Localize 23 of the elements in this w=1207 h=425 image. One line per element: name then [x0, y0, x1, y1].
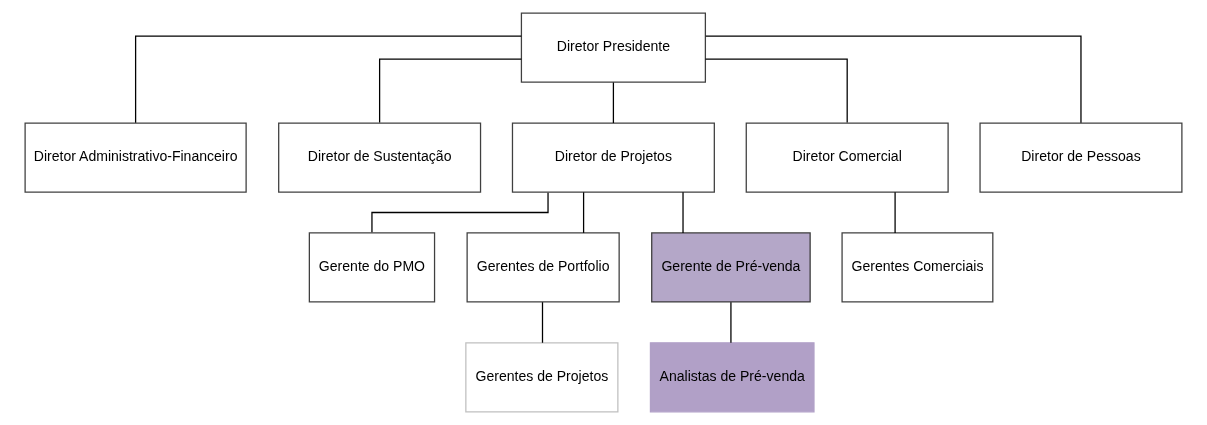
node-box: Diretor de Pessoas — [979, 122, 1183, 193]
connector — [371, 192, 549, 233]
node-box: Gerentes Comerciais — [841, 232, 994, 303]
connector — [582, 191, 585, 234]
connector — [134, 35, 522, 124]
node-box: Gerentes de Portfolio — [466, 232, 620, 303]
node-box: Analistas de Pré-venda — [649, 342, 815, 413]
node-box: Diretor Administrativo-Financeiro — [24, 122, 247, 193]
connector — [704, 58, 848, 124]
connector — [894, 191, 896, 234]
connector — [705, 35, 1082, 124]
connector — [541, 301, 544, 344]
connector — [730, 301, 732, 344]
node-box: Gerente do PMO — [308, 232, 436, 303]
connector — [379, 58, 522, 124]
node-box: Diretor Comercial — [745, 122, 949, 193]
connector — [612, 81, 615, 124]
node-box: Diretor de Sustentação — [278, 122, 482, 193]
connector — [682, 191, 684, 234]
node-box: Diretor de Projetos — [511, 122, 715, 193]
node-box: Gerente de Pré-venda — [651, 232, 811, 303]
node-box: Gerentes de Projetos — [465, 342, 619, 413]
node-box: Diretor Presidente — [520, 12, 706, 83]
